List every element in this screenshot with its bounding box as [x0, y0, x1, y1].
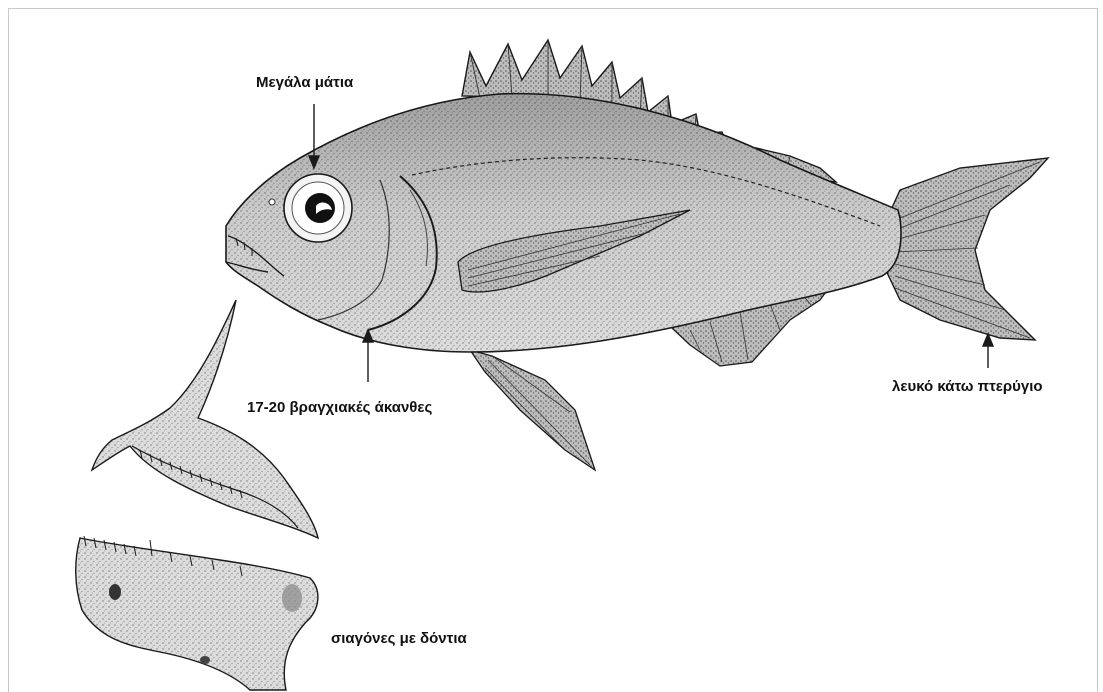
white-fin-label: λευκό κάτω πτερύγιο [892, 378, 1043, 395]
jaws-label: σιαγόνες με δόντια [331, 630, 467, 647]
eye [284, 174, 352, 242]
gill-rakers-label: 17-20 βραγχιακές άκανθες [247, 399, 432, 416]
pelvic-fin [470, 350, 595, 470]
tail-fin [882, 158, 1048, 340]
big-eyes-label: Μεγάλα μάτια [256, 74, 353, 91]
jaws-illustration [76, 300, 318, 690]
